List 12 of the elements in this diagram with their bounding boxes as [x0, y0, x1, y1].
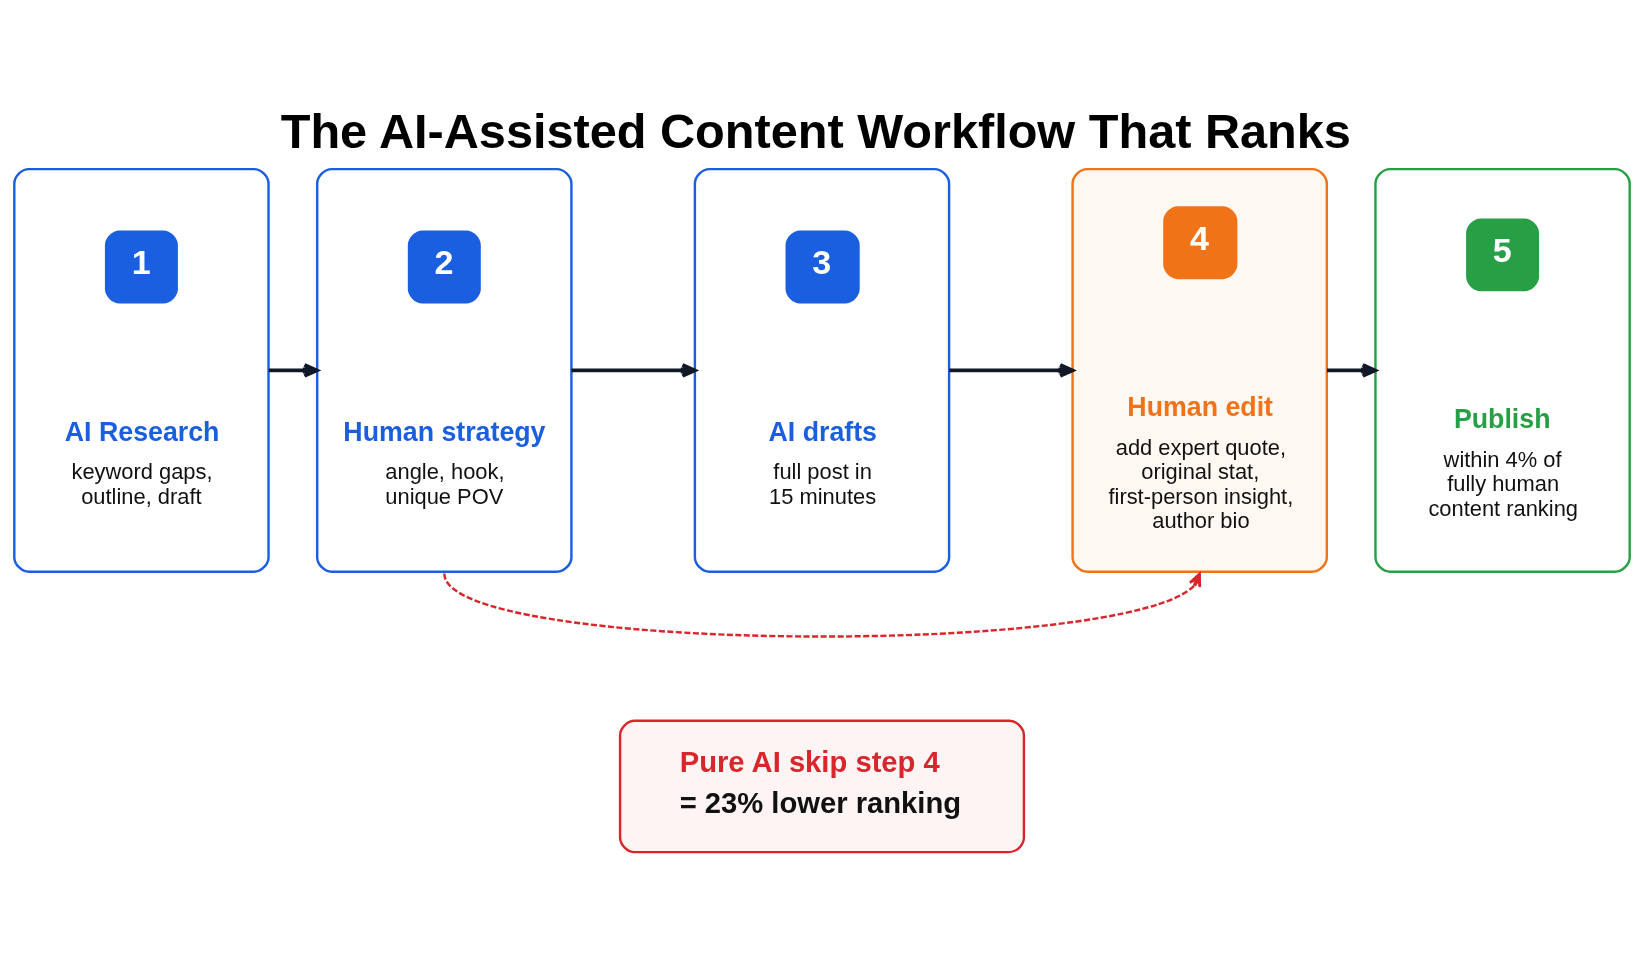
node-box: 5 Publish within 4% of fully human content ranking	[1373, 167, 1631, 573]
diagram-title: The AI-Assisted Content Workflow That Ranks	[280, 103, 1351, 158]
arrow	[442, 571, 1201, 638]
node-box: 1 AI Research keyword gaps, outline, draft	[12, 167, 270, 573]
node-box: 3 AI drafts full post in 15 minutes	[693, 167, 950, 573]
arrow	[948, 362, 1074, 378]
arrow	[268, 362, 319, 378]
arrow	[1326, 362, 1377, 378]
node-box: 2 Human strategy angle, hook, unique POV	[315, 167, 573, 573]
arrow	[571, 362, 697, 378]
node-box: Pure AI skip step 4 = 23% lower ranking	[618, 719, 1025, 853]
node-box: 4 Human edit add expert quote, original stat, first-person insight, author bio	[1070, 167, 1328, 573]
